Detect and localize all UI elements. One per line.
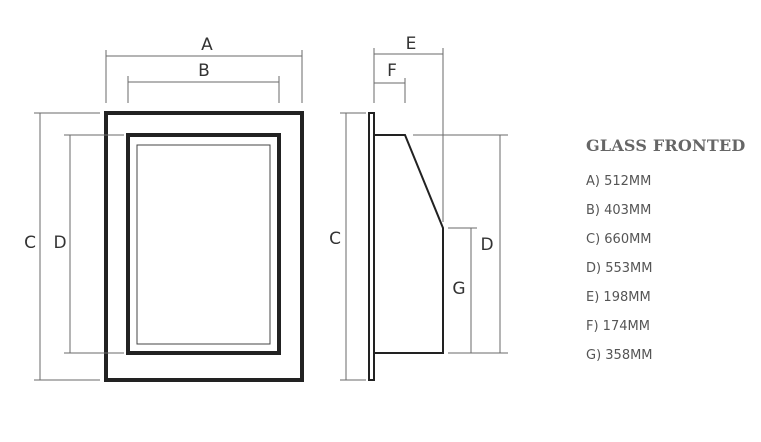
- dimension-c-side: C: [329, 112, 366, 381]
- dimension-d-front: D: [53, 134, 124, 354]
- spec-item-c: C) 660MM: [586, 232, 652, 247]
- front-outer-frame: [104, 111, 304, 382]
- spec-item-f: F) 174MM: [586, 319, 650, 334]
- dimension-e-label: E: [406, 34, 417, 54]
- spec-item-e: E) 198MM: [586, 290, 651, 305]
- spec-item-a: A) 512MM: [586, 174, 652, 189]
- spec-title: GLASS FRONTED: [586, 136, 746, 155]
- dimension-f-label: F: [387, 61, 397, 81]
- dimension-c-side-label: C: [329, 229, 341, 249]
- spec-panel: GLASS FRONTED A) 512MM B) 403MM C) 660MM…: [586, 136, 756, 377]
- dimension-e: E: [373, 34, 444, 222]
- dimension-a: A: [105, 35, 303, 103]
- front-view: [104, 111, 304, 382]
- dimension-a-label: A: [201, 35, 213, 55]
- dimension-b-label: B: [198, 61, 210, 81]
- spec-item-d: D) 553MM: [586, 261, 653, 276]
- front-glass-panel: [136, 144, 271, 345]
- side-body-profile: [374, 134, 444, 354]
- spec-item-b: B) 403MM: [586, 203, 652, 218]
- spec-item-g: G) 358MM: [586, 348, 653, 363]
- dimension-b: B: [127, 61, 280, 103]
- dimension-f: F: [374, 61, 406, 103]
- dimension-d-front-label: D: [53, 233, 66, 253]
- dimension-d-side: D: [413, 134, 508, 354]
- dimension-g-label: G: [452, 279, 465, 299]
- dimension-c-front: C: [24, 112, 100, 381]
- dimension-c-front-label: C: [24, 233, 36, 253]
- side-view: [368, 112, 444, 381]
- front-inner-frame: [126, 133, 281, 355]
- side-front-plate: [368, 112, 375, 381]
- dimension-g: G: [448, 227, 477, 353]
- dimension-d-side-label: D: [480, 235, 493, 255]
